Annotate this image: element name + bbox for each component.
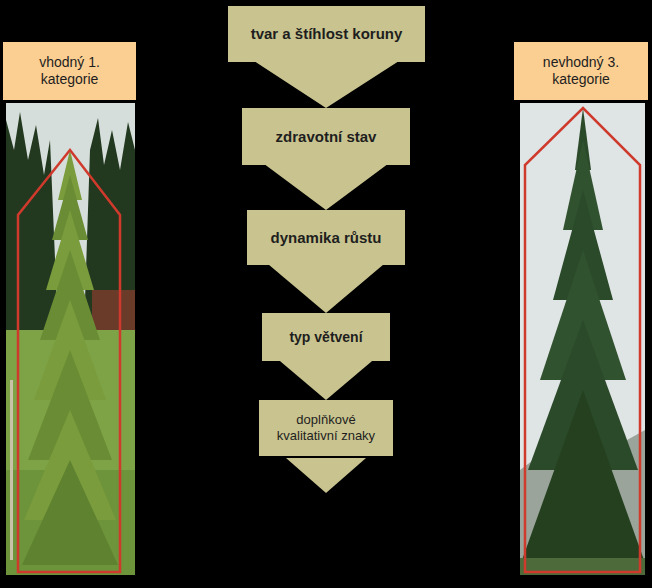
node-label: nevhodný 3. kategorie <box>520 54 642 88</box>
process-box: zdravotní stav <box>242 108 410 165</box>
flow-arrow <box>256 62 398 108</box>
flow-arrow <box>280 361 372 400</box>
process-box: dynamika růstu <box>247 210 405 265</box>
unsuitable-spruce-photo <box>520 103 645 575</box>
flow-arrow <box>266 165 387 210</box>
suitable-spruce-photo <box>6 103 135 575</box>
node-label: doplňkové kvalitativní znaky <box>265 412 387 443</box>
node-label: zdravotní stav <box>276 128 377 146</box>
flow-end-arrow <box>286 458 366 493</box>
node-label: typ větvení <box>289 329 362 346</box>
process-box: doplňkové kvalitativní znaky <box>259 400 393 456</box>
process-box: typ větvení <box>262 313 390 361</box>
node-label: tvar a štíhlost koruny <box>251 25 403 43</box>
node-label: vhodný 1. kategorie <box>9 54 130 88</box>
category-label: vhodný 1. kategorie <box>3 42 136 100</box>
flow-arrow <box>269 265 383 313</box>
category-label: nevhodný 3. kategorie <box>514 42 648 100</box>
node-label: dynamika růstu <box>271 229 382 247</box>
process-box: tvar a štíhlost koruny <box>228 6 425 62</box>
